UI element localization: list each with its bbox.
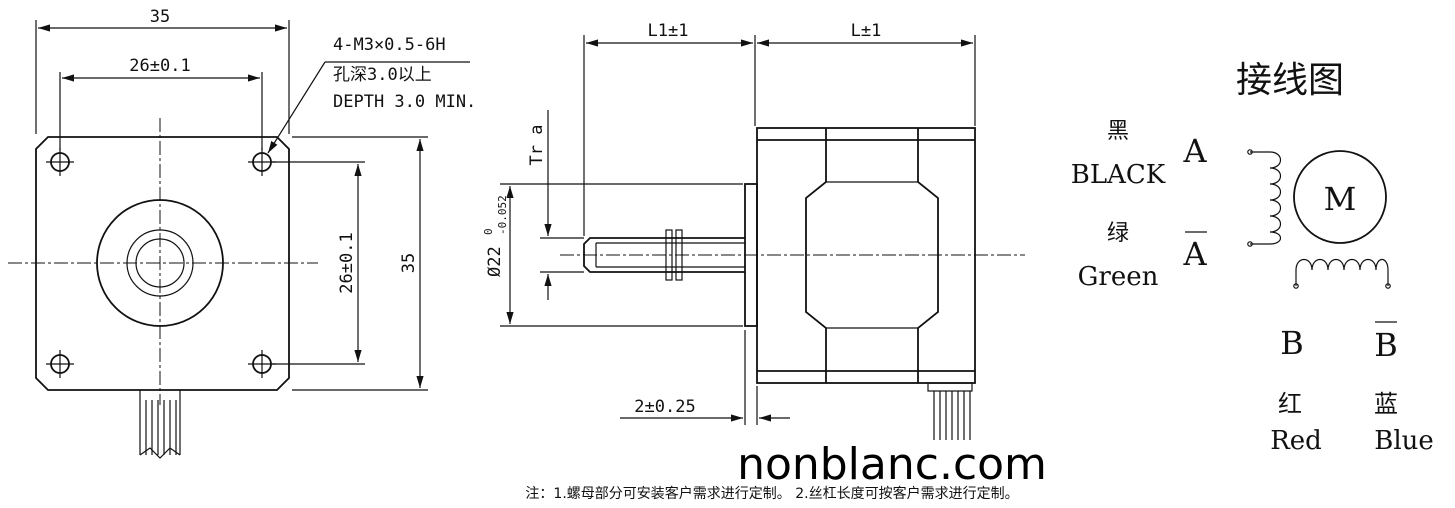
- wiring-title: 接线图: [1236, 60, 1344, 101]
- pilot-diameter-dimension: Ø22 0 -0.052: [482, 195, 509, 277]
- green-label-en: Green: [1078, 262, 1159, 292]
- hole-spacing-vertical: 26±0.1: [337, 232, 357, 293]
- motor-face-outline: [35, 136, 290, 391]
- flange-thickness-dimension: 2±0.25: [634, 397, 695, 417]
- depth-english: DEPTH 3.0 MIN.: [333, 92, 476, 112]
- red-label-cn: 红: [1278, 390, 1302, 418]
- body-length-dimension: L±1: [851, 21, 882, 41]
- watermark-text: nonblanc.com: [737, 439, 1047, 490]
- phase-a-label: A: [1182, 132, 1207, 170]
- svg-text:-0.052: -0.052: [496, 195, 509, 235]
- thread-size-label: Tr a: [527, 125, 547, 166]
- motor-symbol-icon: [1293, 150, 1387, 244]
- phase-b-label: B: [1280, 324, 1304, 362]
- black-label-en: BLACK: [1071, 160, 1166, 190]
- boss-inner-circle: [126, 229, 194, 297]
- blue-label-cn: 蓝: [1374, 390, 1398, 418]
- front-view: 35 26±0.1 4-M3×0.5-6H 孔深3.0以上 DEPTH 3.0 …: [8, 7, 476, 459]
- wiring-diagram: 接线图 黑 BLACK 绿 Green A A M B B 红 Red 蓝 Bl…: [1071, 60, 1434, 456]
- motor-label: M: [1324, 180, 1357, 218]
- boss-circle: [96, 199, 224, 327]
- svg-text:Ø22: Ø22: [485, 246, 505, 277]
- shaft-length-dimension: L1±1: [648, 21, 689, 41]
- hole-spacing-horizontal: 26±0.1: [129, 56, 190, 76]
- phase-a-bar-label: A: [1182, 235, 1207, 273]
- phase-b-bar-label: B: [1374, 326, 1398, 364]
- footnote: 注：1.螺母部分可安装客户需求进行定制。 2.丝杠长度可按客户需求进行定制。: [525, 485, 1018, 502]
- green-label-cn: 绿: [1107, 221, 1129, 246]
- cable-exit: [139, 390, 181, 459]
- coil-a-icon: [1250, 151, 1282, 245]
- mounting-holes: [46, 148, 276, 378]
- height-dimension: 35: [399, 253, 419, 273]
- svg-text:0: 0: [482, 228, 495, 235]
- blue-label-en: Blue: [1374, 426, 1434, 456]
- lead-screw-shaft: [583, 237, 745, 273]
- thread-spec: 4-M3×0.5-6H: [333, 35, 446, 55]
- red-label-en: Red: [1270, 426, 1322, 456]
- shaft-hole-circle: [135, 238, 185, 288]
- side-view: L1±1 L±1 Tr a Ø22 0 -0.052 2±0.25: [482, 21, 1025, 440]
- width-dimension: 35: [150, 7, 170, 27]
- black-label-cn: 黑: [1107, 119, 1129, 144]
- body-inner-profile: [757, 128, 975, 383]
- coil-b-icon: [1295, 258, 1389, 286]
- side-cable: [927, 382, 973, 440]
- depth-chinese: 孔深3.0以上: [333, 65, 432, 85]
- motor-body: [756, 127, 976, 384]
